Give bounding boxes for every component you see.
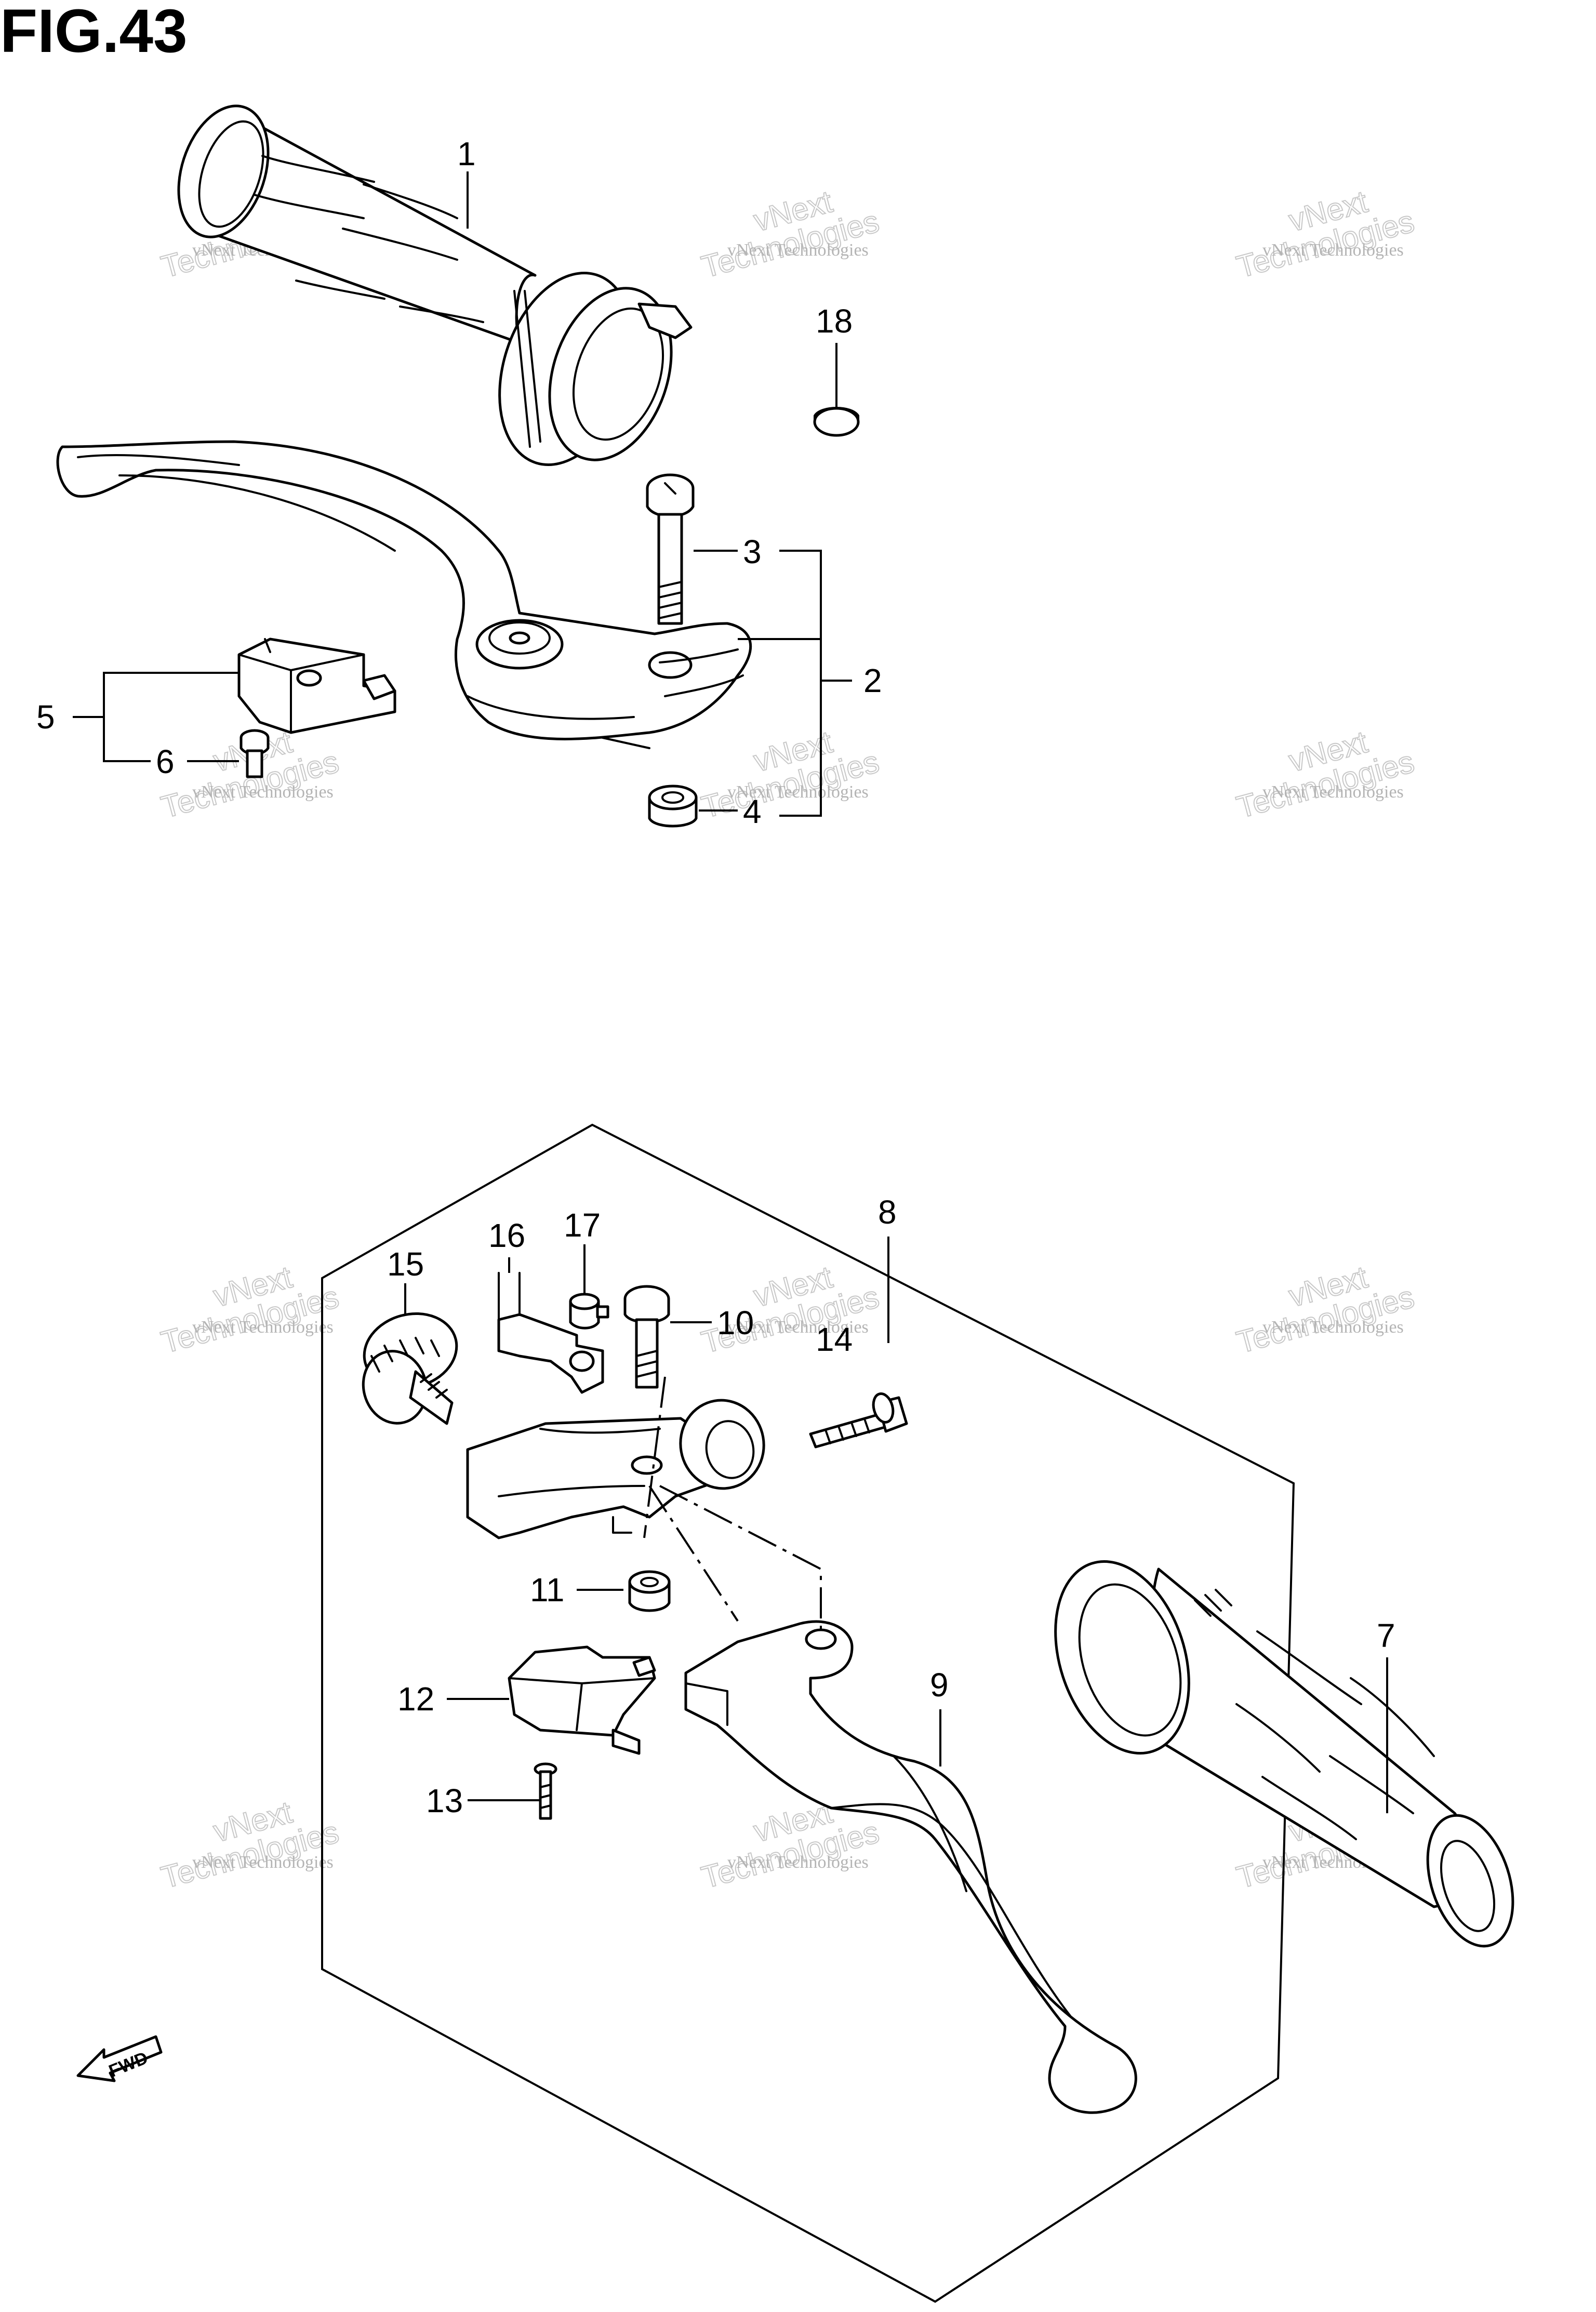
part-14-bolt — [809, 1392, 908, 1449]
watermark: vNext Technologies — [727, 241, 869, 260]
part-11-nut — [628, 1570, 671, 1612]
fwd-arrow-icon: FWD — [76, 2035, 163, 2082]
part-15-adjuster — [362, 1312, 458, 1425]
part-9-clutch-lever — [684, 1620, 1137, 2114]
callout-11: 11 — [530, 1571, 564, 1609]
watermark: vNext Technologies — [697, 183, 883, 285]
callout-3: 3 — [743, 533, 762, 570]
watermark: vNext Technologies — [157, 1259, 343, 1361]
part-8-kit-outline — [321, 1123, 1295, 2303]
watermark: vNext Technologies — [727, 1853, 869, 1872]
callout-9: 9 — [930, 1666, 949, 1704]
watermark: vNext Technologies — [192, 1318, 334, 1337]
part-16-bracket — [497, 1272, 604, 1394]
callout-4: 4 — [743, 793, 762, 830]
part-7-left-grip — [1054, 1560, 1514, 1948]
callout-2: 2 — [863, 662, 882, 699]
callout-7: 7 — [1377, 1617, 1395, 1654]
callout-17: 17 — [564, 1206, 601, 1244]
part-13-screw — [534, 1762, 557, 1820]
callout-13: 13 — [426, 1782, 463, 1819]
watermark: vNext Technologies — [1262, 1318, 1404, 1337]
part-18-cap — [813, 407, 860, 437]
part-6-screw — [240, 729, 270, 778]
part-12-clutch-switch — [508, 1645, 656, 1755]
part-17-small-screw — [569, 1293, 609, 1330]
watermark: vNext Technologies — [1262, 782, 1404, 802]
part-2-brake-lever — [56, 440, 752, 749]
part-4-nut — [648, 785, 698, 828]
watermark: vNext Technologies — [157, 1794, 343, 1896]
watermark: vNext Technologies — [727, 782, 869, 802]
part-5-brake-switch — [237, 637, 396, 734]
watermark: vNext Technologies — [192, 782, 334, 802]
watermark: vNext Technologies — [1232, 724, 1418, 826]
watermark: vNext Technologies — [697, 724, 883, 826]
callout-10: 10 — [717, 1304, 754, 1341]
watermark: vNext Technologies — [727, 1318, 869, 1337]
callout-6: 6 — [156, 743, 175, 780]
part-10-pivot-bolt — [623, 1285, 670, 1389]
callout-14: 14 — [816, 1321, 853, 1358]
callout-8: 8 — [878, 1193, 897, 1231]
watermark: vNext Technologies — [157, 724, 343, 826]
callout-18: 18 — [816, 302, 853, 340]
clutch-lever-holder — [466, 1399, 765, 1539]
callout-15: 15 — [387, 1245, 424, 1283]
callout-12: 12 — [397, 1680, 434, 1718]
part-3-pivot-bolt — [646, 473, 695, 625]
upper-leader-lines — [73, 171, 852, 817]
callout-1: 1 — [457, 135, 476, 172]
watermark: vNext Technologies — [1232, 183, 1418, 285]
callout-5: 5 — [36, 698, 55, 736]
watermark: vNext Technologies — [1262, 241, 1404, 260]
lower-leader-lines — [404, 1237, 1388, 1813]
watermark: vNext Technologies — [192, 1853, 334, 1872]
callout-16: 16 — [488, 1217, 525, 1254]
part-1-throttle-grip — [177, 104, 693, 466]
watermark: vNext Technologies — [1232, 1259, 1418, 1361]
figure-title: FIG.43 — [0, 0, 188, 65]
callout-numbers: 1 18 3 2 5 6 4 8 16 17 15 10 14 11 12 13… — [36, 135, 1395, 1819]
